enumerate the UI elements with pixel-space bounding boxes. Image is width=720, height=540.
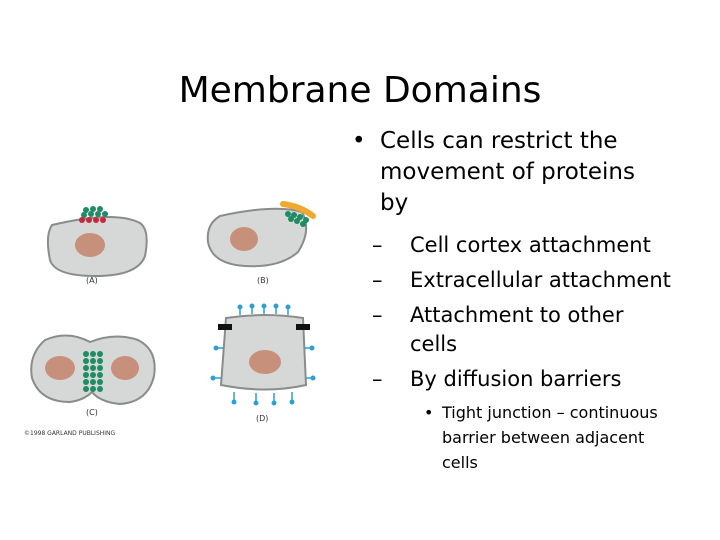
- basolateral-proteins: [210, 345, 316, 406]
- sub-bullet-text: Cell cortex attachment: [410, 233, 651, 257]
- sub-sub-bullet-text: Tight junction – continuous barrier betw…: [442, 403, 658, 472]
- figure-copyright: ©1998 GARLAND PUBLISHING: [24, 430, 116, 437]
- cell-b: (B): [206, 201, 316, 285]
- label-a: (A): [86, 276, 98, 285]
- sub-bullet-item: – Extracellular attachment: [372, 266, 712, 295]
- sub-bullet-text: By diffusion barriers: [410, 367, 622, 391]
- bullet-list: • Cells can restrict the movement of pro…: [352, 126, 712, 475]
- cell-a: (A): [46, 206, 148, 285]
- sub-bullet-item: – By diffusion barriers: [372, 365, 712, 394]
- extracellular-attached-proteins: [285, 211, 309, 227]
- membrane-domains-figure: (A) (B) (C): [24, 201, 316, 437]
- cell-cell-attached-proteins: [83, 351, 103, 392]
- tight-junction-right: [296, 324, 310, 330]
- sub-bullet-text: Extracellular attachment: [410, 268, 671, 292]
- bullet-item: • Cells can restrict the movement of pro…: [352, 126, 712, 219]
- apical-proteins: [237, 303, 291, 315]
- label-b: (B): [257, 276, 269, 285]
- sub-bullet-list: – Cell cortex attachment – Extracellular…: [372, 231, 712, 475]
- cell-d: (D): [210, 303, 316, 423]
- extracellular-matrix: [280, 201, 316, 219]
- sub-bullet-text: Attachment to other cells: [410, 303, 624, 356]
- tight-junction-left: [218, 324, 232, 330]
- cortex-attached-proteins: [79, 206, 108, 223]
- cell-c: (C): [30, 334, 156, 417]
- label-d: (D): [256, 414, 268, 423]
- sub-bullet-item: – Cell cortex attachment: [372, 231, 712, 260]
- sub-sub-bullet-item: • Tight junction – continuous barrier be…: [424, 400, 712, 475]
- sub-bullet-item: – Attachment to other cells: [372, 301, 712, 359]
- slide-title: Membrane Domains: [178, 70, 542, 111]
- label-c: (C): [86, 408, 98, 417]
- bullet-text: Cells can restrict the movement of prote…: [380, 128, 635, 216]
